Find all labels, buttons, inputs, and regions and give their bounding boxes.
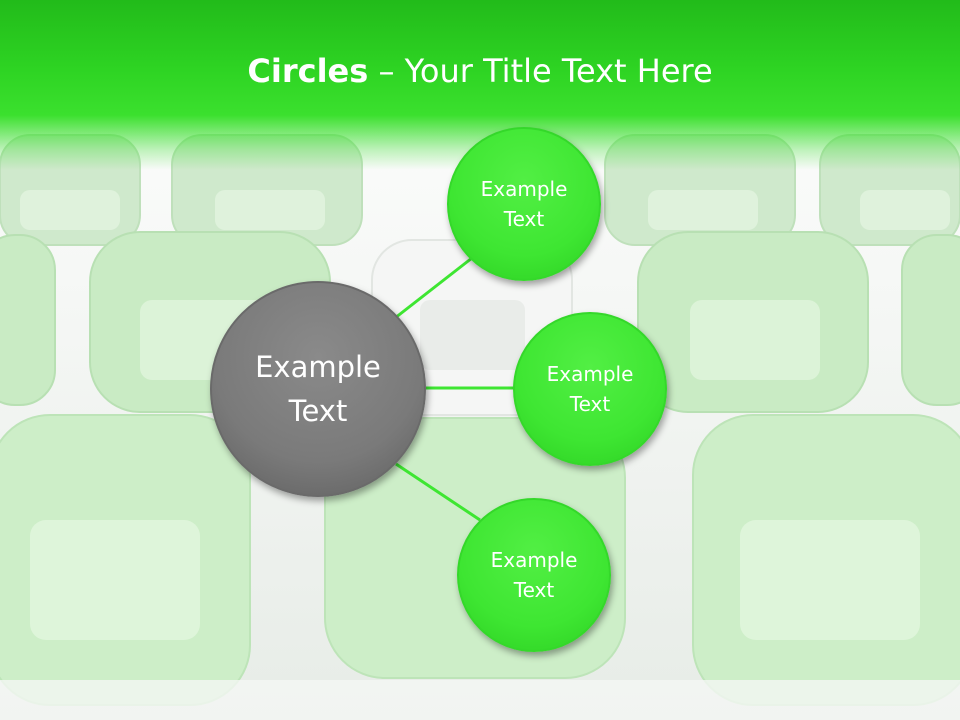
node-middle-line1: Example (546, 362, 634, 386)
center-circle-line2: Text (288, 394, 348, 428)
title-bold: Circles (247, 52, 369, 90)
center-circle-line1: Example (255, 350, 381, 384)
node-circle-top[interactable]: Example Text (447, 127, 601, 281)
node-top-line1: Example (480, 177, 568, 201)
node-bottom-line1: Example (490, 548, 578, 572)
node-bottom-line2: Text (513, 578, 555, 602)
node-circle-bottom[interactable]: Example Text (457, 498, 611, 652)
slide-title: Circles – Your Title Text Here (0, 52, 960, 90)
node-middle-line2: Text (569, 392, 611, 416)
center-circle[interactable]: Example Text (210, 281, 426, 497)
node-top-line2: Text (503, 207, 545, 231)
connector-top (394, 256, 473, 320)
title-rest: – Your Title Text Here (368, 52, 713, 90)
connector-bottom (395, 462, 481, 522)
node-circle-middle[interactable]: Example Text (513, 312, 667, 466)
